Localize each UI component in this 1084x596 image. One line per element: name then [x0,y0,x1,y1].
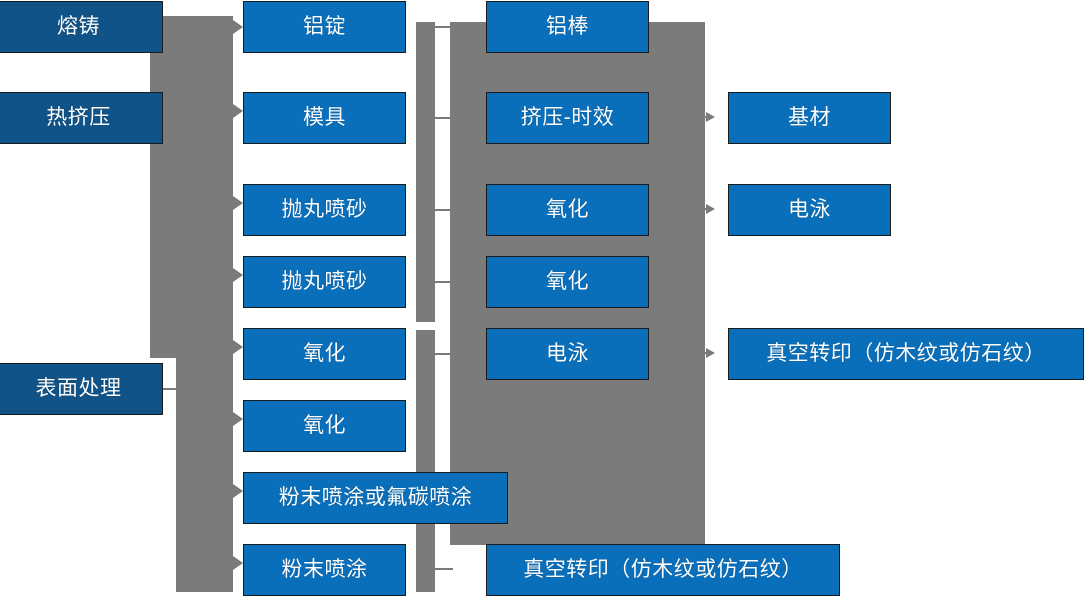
process-box-shotblast-1[interactable]: 抛丸喷砂 [243,184,406,236]
process-box-mold[interactable]: 模具 [243,92,406,144]
stage-box-surface[interactable]: 表面处理 [0,363,163,415]
process-box-oxidation-2[interactable]: 氧化 [243,400,406,452]
arrow-to-proc-shotblast-1 [233,196,243,210]
connector-arrow-down-melting [158,70,172,80]
treatment-box-oxidation-2[interactable]: 氧化 [486,256,649,308]
connector-band-left-lower [176,358,233,592]
process-label-ingot: 铝锭 [303,15,346,39]
connector-band-left-upper [150,16,233,358]
treatment-box-vacuum-print[interactable]: 真空转印（仿木纹或仿石纹） [486,544,840,596]
arrow-to-proc-ingot [233,20,243,34]
stage-label-extrusion: 热挤压 [46,106,111,130]
arrow-lead-substrate [700,116,708,118]
arrow-to-proc-oxidation-1 [233,340,243,354]
connector-arrow-down-extrusion [158,330,172,340]
treatment-box-bar[interactable]: 铝棒 [486,1,649,53]
process-label-shotblast-1: 抛丸喷砂 [281,198,368,222]
arrow-lead-vacuum [700,352,708,354]
arrow-to-proc-shotblast-2 [233,268,243,282]
treatment-label-bar: 铝棒 [546,15,589,39]
process-label-oxidation-2: 氧化 [303,414,346,438]
stage-box-melting[interactable]: 熔铸 [0,1,163,53]
arrow-to-out-substrate [706,112,715,122]
stage-box-extrusion[interactable]: 热挤压 [0,92,163,144]
tie-line-2 [435,117,453,119]
arrow-to-proc-oxidation-2 [233,412,243,426]
process-label-powder-fluoro: 粉末喷涂或氟碳喷涂 [278,486,473,510]
treatment-box-electro[interactable]: 电泳 [486,328,649,380]
process-box-ingot[interactable]: 铝锭 [243,1,406,53]
process-label-mold: 模具 [303,106,346,130]
output-box-substrate[interactable]: 基材 [728,92,891,144]
treatment-label-extrude-age: 挤压-时效 [520,106,615,130]
treatment-label-vacuum-print: 真空转印（仿木纹或仿石纹） [523,558,803,582]
process-label-powder: 粉末喷涂 [281,558,368,582]
connector-bar-mid-upper [416,22,435,322]
arrow-to-out-electro [706,204,715,214]
tie-line-3 [435,209,453,211]
process-label-shotblast-2: 抛丸喷砂 [281,270,368,294]
process-box-shotblast-2[interactable]: 抛丸喷砂 [243,256,406,308]
arrow-to-proc-powder-fluoro [233,484,243,498]
output-box-electro[interactable]: 电泳 [728,184,891,236]
tie-line-4 [435,281,453,283]
output-label-vacuum-print: 真空转印（仿木纹或仿石纹） [766,342,1046,366]
tie-line-6 [435,568,453,570]
treatment-label-oxidation-1: 氧化 [546,198,589,222]
arrow-to-out-vacuum-print [706,348,715,358]
output-box-vacuum-print[interactable]: 真空转印（仿木纹或仿石纹） [728,328,1084,380]
tie-line-1 [435,26,453,28]
tie-line-5 [435,353,453,355]
output-label-substrate: 基材 [788,106,831,130]
treatment-box-extrude-age[interactable]: 挤压-时效 [486,92,649,144]
connector-stub-surface [163,388,179,390]
treatment-label-oxidation-2: 氧化 [546,270,589,294]
arrow-to-proc-powder [233,556,243,570]
arrow-to-proc-mold [233,104,243,118]
treatment-box-oxidation-1[interactable]: 氧化 [486,184,649,236]
stage-label-melting: 熔铸 [57,15,100,39]
treatment-label-electro: 电泳 [546,342,589,366]
process-label-oxidation-1: 氧化 [303,342,346,366]
process-box-powder-fluoro[interactable]: 粉末喷涂或氟碳喷涂 [243,472,508,524]
connector-bar-mid-lower [416,330,435,592]
arrow-lead-electro [700,208,708,210]
process-box-oxidation-1[interactable]: 氧化 [243,328,406,380]
stage-label-surface: 表面处理 [35,377,122,401]
output-label-electro: 电泳 [788,198,831,222]
process-box-powder[interactable]: 粉末喷涂 [243,544,406,596]
